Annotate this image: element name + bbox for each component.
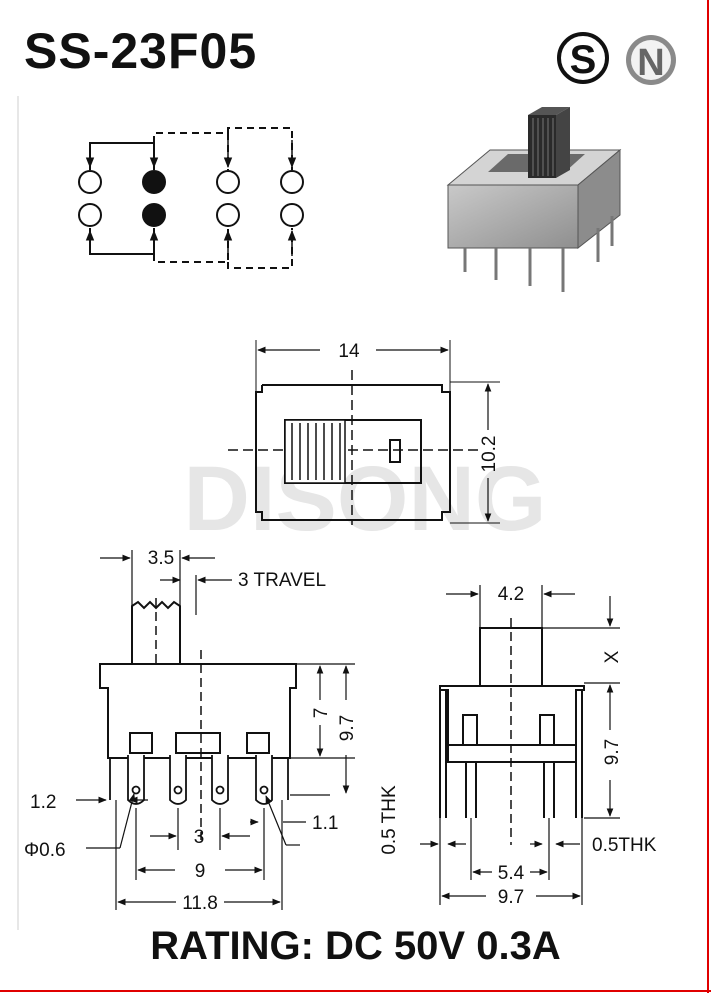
span-5-4-label: 5.4 xyxy=(498,863,525,884)
top-view-dimensions xyxy=(257,346,492,522)
span-9-label: 9 xyxy=(195,861,206,882)
schematic-contacts xyxy=(78,170,304,227)
part-number-title: SS-23F05 xyxy=(24,23,258,79)
thk-left-label: 0.5 THK xyxy=(379,785,400,855)
top-view-width-label: 14 xyxy=(338,341,360,362)
top-view-actuator-ribs xyxy=(284,419,346,484)
front-view-centerline xyxy=(155,598,202,840)
switch-3d-illustration xyxy=(446,107,622,292)
span-9-7-label: 9.7 xyxy=(498,887,524,908)
front-view-dimensions xyxy=(76,550,355,910)
schematic-arrows xyxy=(85,140,297,256)
lug-width-label: 1.1 xyxy=(312,813,338,834)
front-view-outline xyxy=(99,600,297,759)
top-view-height-label: 10.2 xyxy=(479,436,500,473)
side-actuator-width-label: 4.2 xyxy=(498,584,524,605)
n-logo: N xyxy=(626,35,676,85)
side-height-9-7-label: 9.7 xyxy=(602,739,623,765)
watermark-text: DISONG xyxy=(184,448,547,550)
pin-pitch-label: 3 xyxy=(194,827,205,848)
rating-text: RATING: DC 50V 0.3A xyxy=(150,924,561,968)
s-logo: S xyxy=(557,32,609,84)
actuator-width-label: 3.5 xyxy=(148,548,174,569)
pin-diameter-label: Φ0.6 xyxy=(24,840,66,861)
height-7-label: 7 xyxy=(311,708,332,719)
travel-label: 3 TRAVEL xyxy=(238,570,326,591)
pin-offset-label: 1.2 xyxy=(30,792,56,813)
span-11-8-label: 11.8 xyxy=(182,893,218,914)
side-view-dimensions xyxy=(420,585,620,905)
height-9-7-label: 9.7 xyxy=(337,715,358,741)
n-logo-letter: N xyxy=(637,42,664,84)
s-logo-letter: S xyxy=(570,38,597,82)
side-view-outline xyxy=(439,627,585,818)
front-view-pins xyxy=(109,755,289,805)
thk-right-label: 0.5THK xyxy=(592,835,657,856)
x-height-label: X xyxy=(602,650,623,663)
circuit-schematic xyxy=(89,127,293,269)
